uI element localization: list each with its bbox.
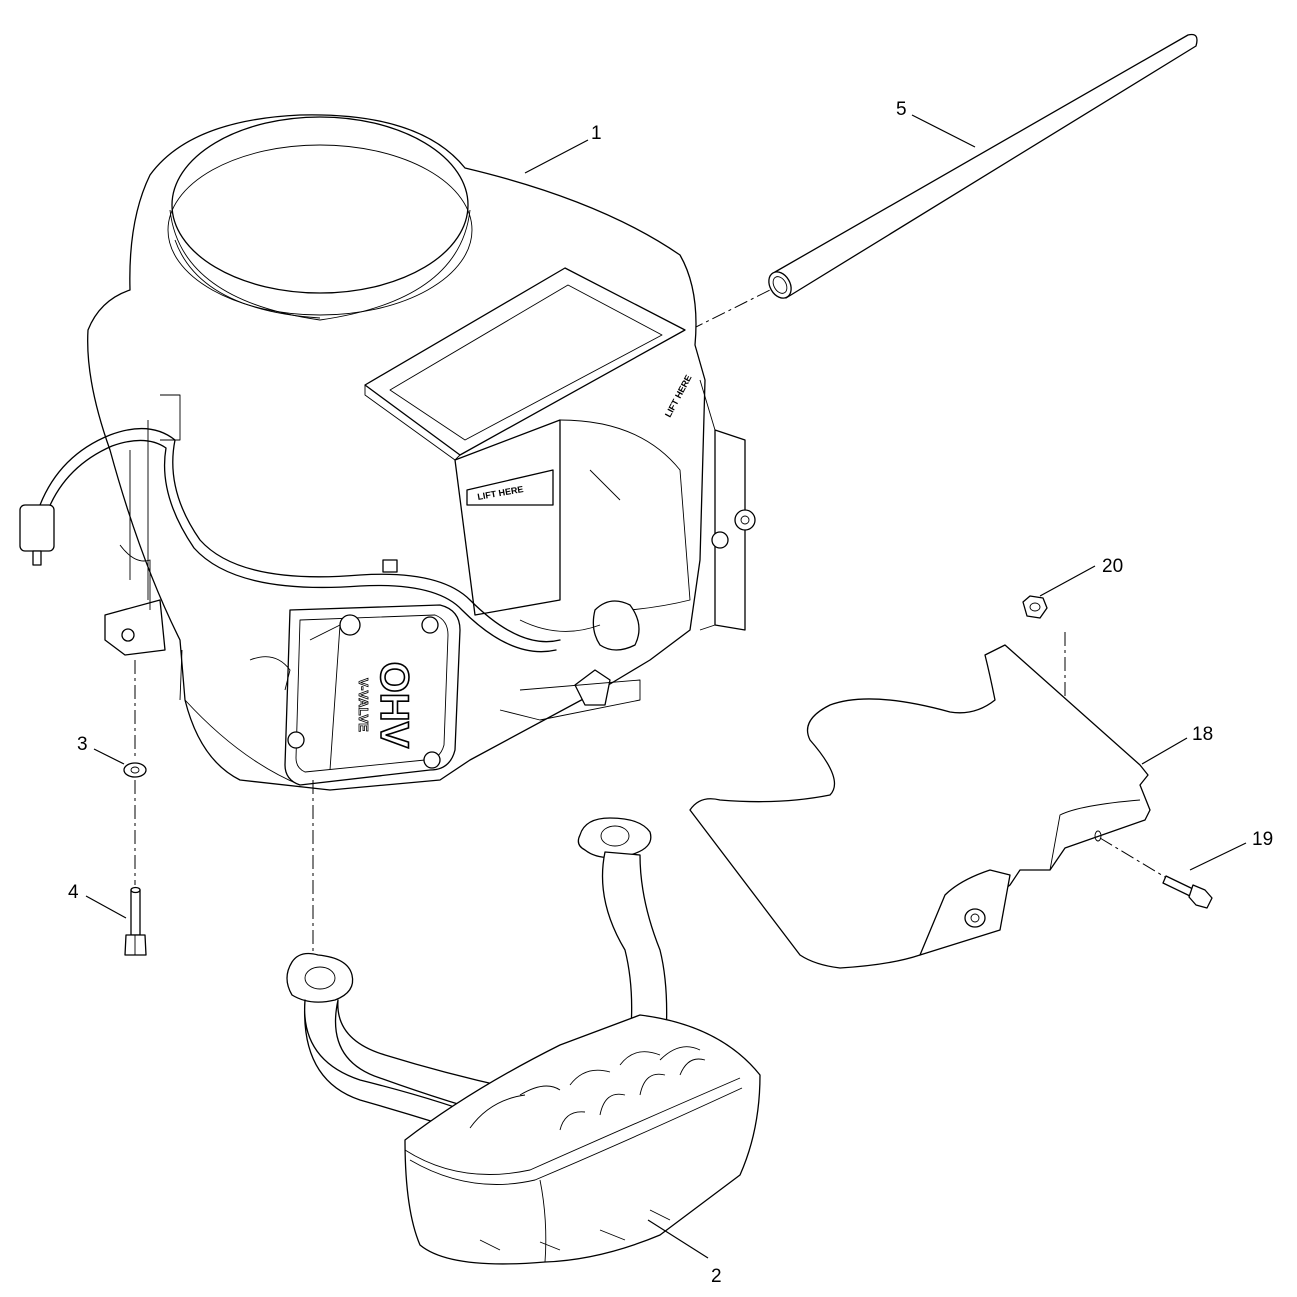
callout-number: 3 <box>77 734 88 755</box>
callout-number: 18 <box>1192 724 1213 745</box>
callout-number: 4 <box>68 882 79 903</box>
ohv-decal-text: OHV <box>372 662 416 749</box>
callout-number: 2 <box>711 1266 722 1287</box>
callout-bolt: 4 <box>68 882 127 919</box>
callout-tube: 5 <box>896 99 976 148</box>
callout-number: 20 <box>1102 556 1123 577</box>
tube-part <box>689 33 1198 331</box>
callout-heat-shield: 18 <box>1141 724 1213 765</box>
callout-muffler: 2 <box>647 1219 722 1287</box>
callout-nut: 20 <box>1039 556 1123 597</box>
muffler-part <box>286 780 761 1265</box>
washer-part <box>123 660 147 885</box>
callout-engine: 1 <box>524 123 602 174</box>
flange-screw-part <box>1162 875 1213 909</box>
heat-shield-part <box>689 644 1171 969</box>
callout-number: 1 <box>591 123 602 144</box>
callout-flange-screw: 19 <box>1189 829 1273 871</box>
callout-number: 5 <box>896 99 907 120</box>
callout-number: 19 <box>1252 829 1273 850</box>
v-valve-decal-text: V-VALVE <box>356 678 371 732</box>
bolt-part <box>124 886 147 956</box>
engine-part: OHV V-VALVE LIFT HERE LIFT HERE <box>19 114 756 791</box>
callout-washer: 3 <box>77 734 125 765</box>
